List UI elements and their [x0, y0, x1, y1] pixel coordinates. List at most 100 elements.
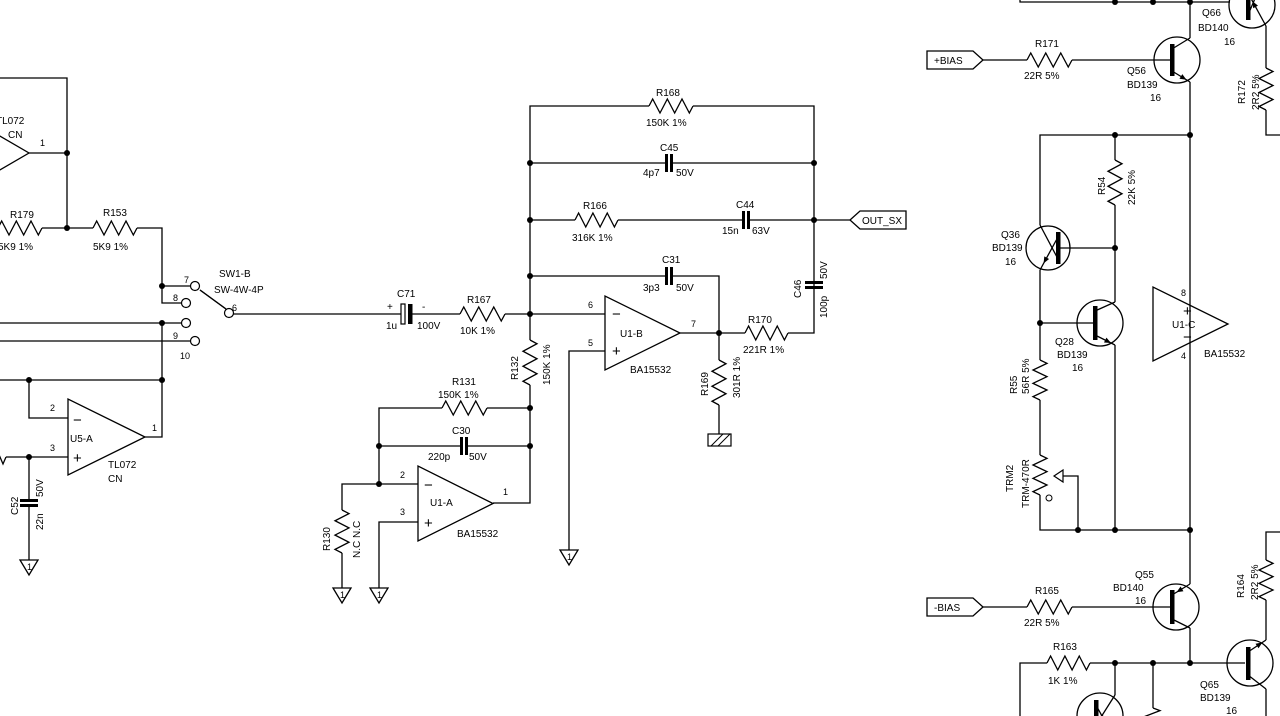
- transistor-body: [1076, 692, 1124, 716]
- value-label: 2R2 5%: [1251, 74, 1262, 110]
- resistor-r164: [1257, 559, 1275, 601]
- ref-label: Q56: [1127, 66, 1146, 77]
- type-label: BD139: [1057, 350, 1088, 361]
- transistor-emitter: [1251, 0, 1267, 27]
- transistor-q65: [1226, 639, 1274, 690]
- opamp-type: TL072: [0, 116, 25, 127]
- pin-number: 1: [152, 423, 157, 433]
- ref-label: TRM2: [1005, 464, 1016, 492]
- switch-contact: [180, 317, 192, 329]
- wire: [568, 350, 605, 550]
- emitter-arrow: [1043, 256, 1050, 264]
- transistor-q55: [1152, 583, 1200, 631]
- transistor-q36: [1025, 224, 1071, 271]
- transistor-collector: [1247, 674, 1267, 690]
- switch-wiper: [199, 289, 227, 310]
- minus-sign: −: [1183, 329, 1192, 346]
- ref-label: R167: [467, 295, 491, 306]
- wire: [0, 77, 68, 228]
- type-label: BA15532: [457, 529, 499, 540]
- wire: [378, 521, 418, 588]
- opamp-u1a: [417, 464, 495, 543]
- junction-dot: [64, 150, 70, 156]
- ref-label: C44: [736, 200, 755, 211]
- junction-dot: [1112, 527, 1118, 533]
- voltage-label: 50V: [676, 168, 694, 179]
- ground-label: 1: [340, 590, 345, 600]
- pin-number: 2: [50, 403, 55, 413]
- value-label: 1K 1%: [1048, 676, 1078, 687]
- wire: [1265, 531, 1280, 560]
- resistor-r163: [1046, 654, 1091, 672]
- type-label: 16: [1135, 596, 1147, 607]
- value-label: 5K9 1%: [93, 242, 128, 253]
- wire: [341, 483, 418, 510]
- minus-sign: −: [73, 412, 82, 429]
- pin-number: 7: [691, 319, 696, 329]
- polarity-minus: -: [422, 302, 425, 313]
- junction-dot: [376, 443, 382, 449]
- value-label: 22R 5%: [1024, 71, 1060, 82]
- value-label: 22R 5%: [1024, 618, 1060, 629]
- resistor-r171: [1026, 51, 1073, 69]
- plus-sign: +: [73, 450, 82, 467]
- ref-label: C30: [452, 426, 471, 437]
- voltage-label: 50V: [469, 452, 487, 463]
- switch-contact: [180, 297, 192, 309]
- ref-label: Q65: [1200, 680, 1219, 691]
- type-label: BD140: [1198, 23, 1229, 34]
- type-label: 16: [1224, 37, 1236, 48]
- transistor-base-bar: [1170, 44, 1175, 76]
- value-label: 150K 1%: [646, 118, 687, 129]
- opamp-u5a: [67, 397, 147, 477]
- trimmer-trm2: [1031, 454, 1049, 496]
- pin-number: 9: [173, 331, 178, 341]
- value-label: N.C N.C: [352, 521, 363, 558]
- hatch: [717, 433, 731, 447]
- type-label: 16: [1005, 257, 1017, 268]
- pin-number: 3: [400, 507, 405, 517]
- wire: [0, 323, 163, 381]
- type-label: TL072: [108, 460, 137, 471]
- transistor-collector: [1247, 0, 1256, 16]
- resistor-r168: [648, 97, 694, 115]
- capacitor-c31: [665, 267, 673, 285]
- pin-number: 6: [232, 303, 237, 313]
- output-net-tag-out-sx: [849, 210, 907, 230]
- minus-sign: −: [424, 477, 433, 494]
- net-tag-plus-bias: [926, 50, 984, 70]
- plus-sign: +: [612, 343, 621, 360]
- capacitor-c52: [20, 499, 38, 507]
- pin-number: 10: [180, 351, 190, 361]
- value-label: 1u: [386, 321, 397, 332]
- pin-number: 2: [400, 470, 405, 480]
- type-label: 16: [1150, 93, 1162, 104]
- wire: [1039, 134, 1190, 225]
- junction-dot: [1187, 660, 1193, 666]
- resistor-r170: [744, 324, 789, 342]
- transistor-collector: [1171, 618, 1191, 629]
- capacitor-c46: [805, 281, 823, 289]
- wire: [378, 407, 442, 484]
- resistor-r165: [1026, 598, 1073, 616]
- value-label: 220p: [428, 452, 451, 463]
- ground-symbol: [368, 587, 390, 605]
- wire: [1019, 662, 1047, 716]
- ref-label: R153: [103, 208, 127, 219]
- pin-number: 6: [588, 300, 593, 310]
- value-label: 3p3: [643, 283, 660, 294]
- ref-label: U1-B: [620, 329, 643, 340]
- type-label: BD139: [1200, 693, 1231, 704]
- resistor-r167: [459, 305, 506, 323]
- voltage-label: 100V: [417, 321, 441, 332]
- transistor-emitter: [1094, 334, 1116, 346]
- junction-dot: [1112, 0, 1118, 5]
- ref-label: R163: [1053, 642, 1077, 653]
- ref-label: U5-A: [70, 434, 93, 445]
- hatch: [710, 433, 724, 447]
- resistor-r153: [92, 219, 138, 237]
- resistor-r172: [1257, 67, 1275, 111]
- ref-label: R171: [1035, 39, 1059, 50]
